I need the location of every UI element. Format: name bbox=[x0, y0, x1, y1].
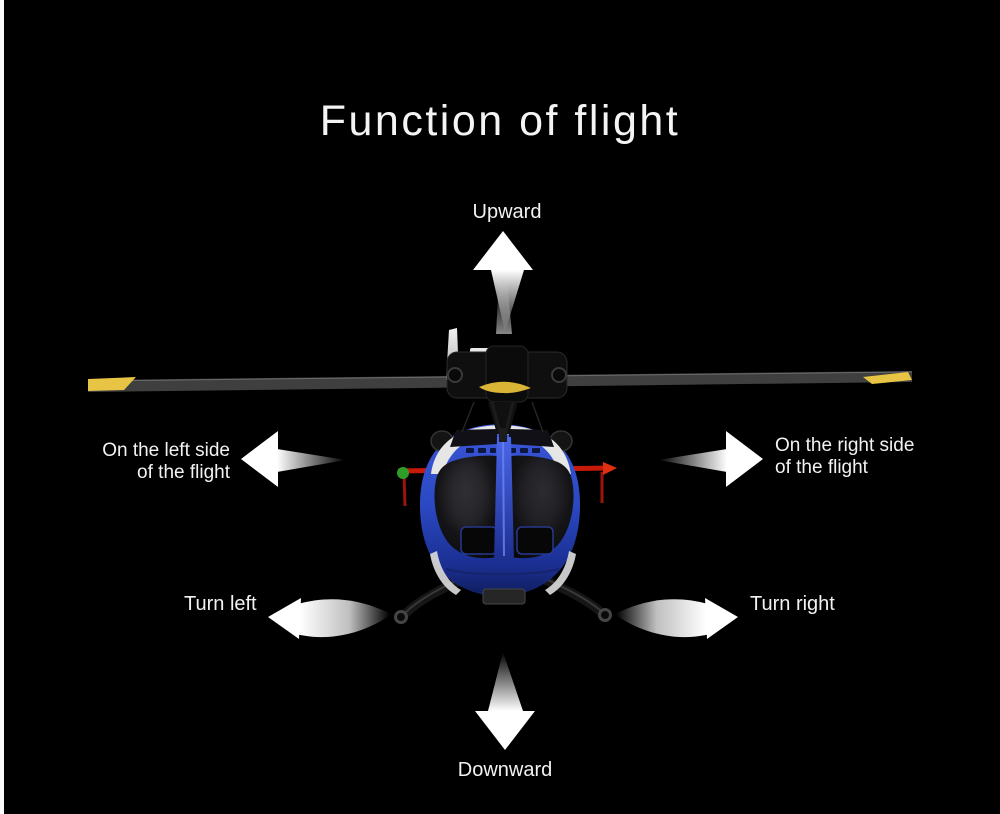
lower-frame-right bbox=[545, 551, 576, 595]
trainer-tip-orange bbox=[603, 462, 617, 475]
windshield-reflection-right bbox=[518, 461, 562, 529]
grip-bolt-left bbox=[447, 367, 463, 383]
left-side-label-line2: of the flight bbox=[137, 461, 230, 483]
right-side-label: On the right side of the flight bbox=[775, 435, 914, 478]
grip-bolt-right bbox=[551, 367, 567, 383]
downward-label: Downward bbox=[457, 759, 553, 781]
linkage-wires bbox=[461, 401, 544, 433]
blade-tip-left-icon bbox=[88, 377, 136, 391]
blade-tip-right-icon bbox=[863, 372, 912, 384]
upper-window-right bbox=[509, 429, 554, 447]
right-side-label-line2: of the flight bbox=[775, 456, 868, 478]
curved-arrow-right-icon bbox=[617, 598, 738, 639]
turn-left-label: Turn left bbox=[184, 593, 257, 615]
left-side-label: On the left side of the flight bbox=[102, 440, 230, 483]
rotor-mast bbox=[499, 428, 507, 442]
pillar-highlight bbox=[502, 439, 505, 557]
nose-seam bbox=[445, 568, 560, 576]
upward-label: Upward bbox=[472, 201, 542, 223]
rotor-hub bbox=[485, 345, 529, 403]
lower-frame-left bbox=[430, 551, 461, 595]
stabilizer-paddle-yellow bbox=[479, 381, 531, 394]
battery-box bbox=[482, 588, 526, 605]
left-side-label-line1: On the left side bbox=[102, 440, 230, 461]
page-title: Function of flight bbox=[319, 97, 681, 145]
trainer-tip-green bbox=[397, 467, 409, 479]
arrow-right-icon bbox=[658, 431, 763, 487]
upper-window-left bbox=[450, 429, 497, 447]
turn-right-label: Turn right bbox=[750, 593, 835, 615]
arrow-left-icon bbox=[241, 431, 346, 487]
arrow-down-icon bbox=[475, 652, 535, 750]
arrow-up-icon bbox=[473, 231, 533, 332]
trainer-bar-drop-left bbox=[402, 473, 407, 507]
curved-arrow-left-icon bbox=[268, 598, 389, 639]
right-side-label-line1: On the right side bbox=[775, 435, 915, 456]
vent-slots bbox=[466, 448, 540, 453]
chin-window-right bbox=[516, 526, 554, 555]
helicopter-illustration bbox=[87, 278, 913, 624]
left-edge-artifact bbox=[0, 0, 4, 814]
chin-window-left bbox=[460, 526, 498, 555]
rotor-head bbox=[446, 345, 568, 442]
windshield-reflection-left bbox=[446, 461, 490, 529]
control-linkages bbox=[490, 401, 515, 433]
